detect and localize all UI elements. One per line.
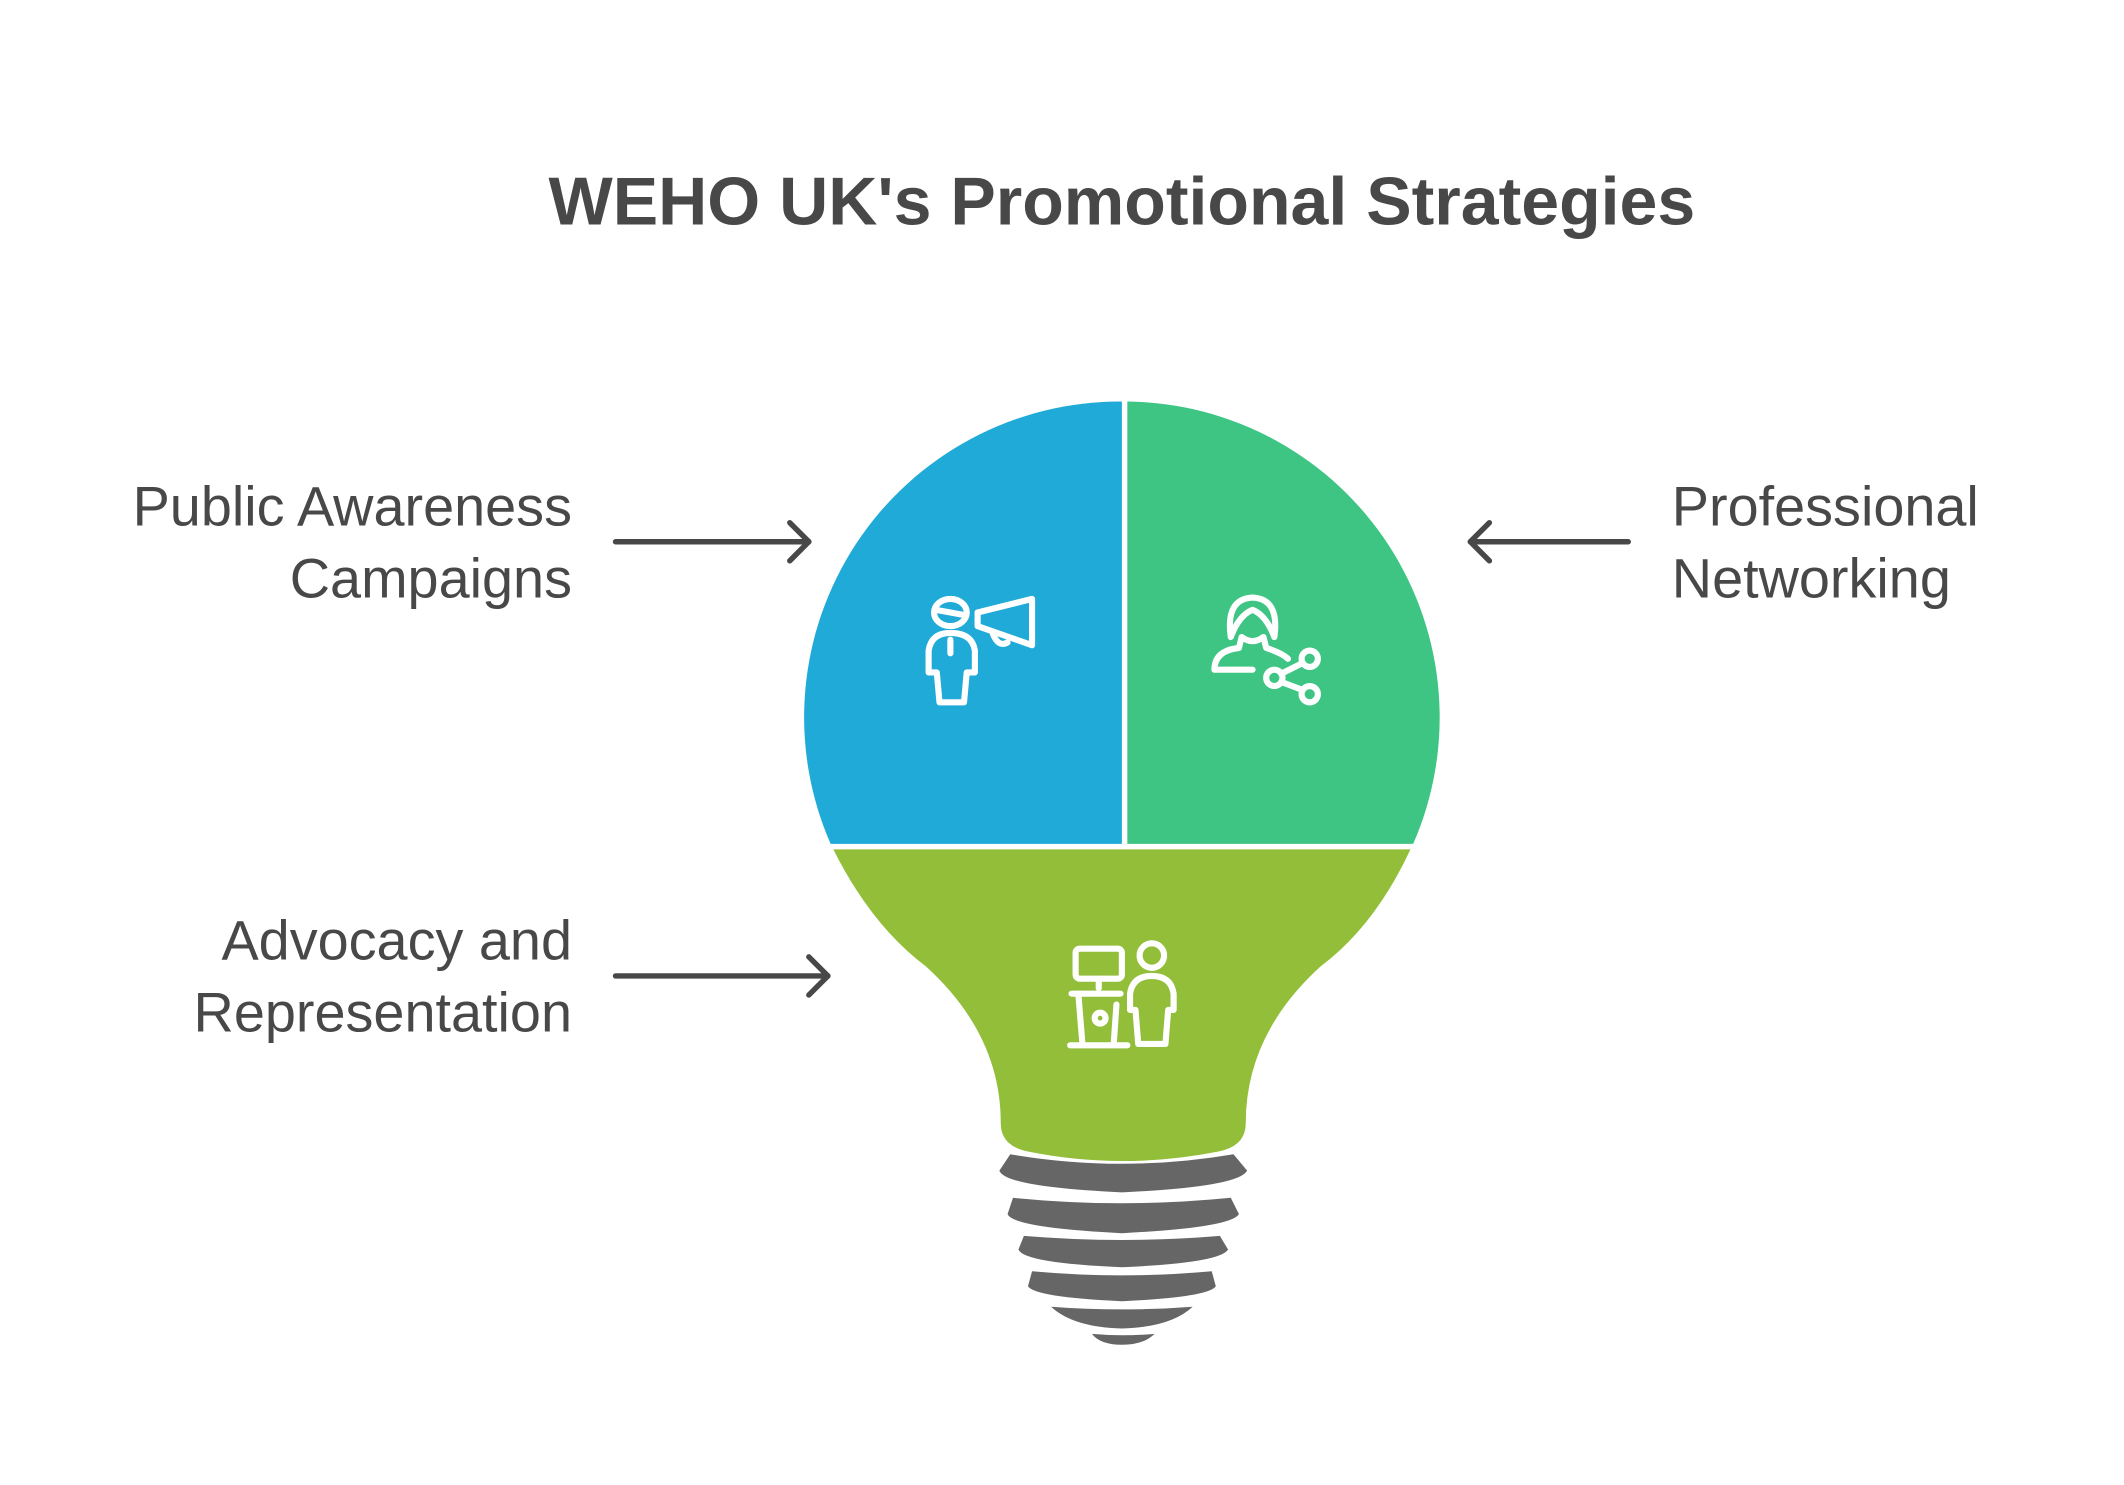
label-professional-networking-line1: Professional xyxy=(1672,474,1979,537)
label-public-awareness-line2: Campaigns xyxy=(290,547,572,610)
segment-professional-networking xyxy=(1127,401,1440,844)
person-share-icon xyxy=(1211,594,1321,706)
podium-speaker-icon xyxy=(1067,940,1177,1049)
label-professional-networking-line2: Networking xyxy=(1672,547,1951,610)
arrow-professional-networking xyxy=(1467,519,1631,564)
bulb-base xyxy=(999,1154,1248,1345)
label-public-awareness-line1: Public Awareness xyxy=(133,474,572,537)
megaphone-person-icon xyxy=(925,595,1036,706)
arrow-advocacy xyxy=(612,954,831,998)
label-advocacy-line2: Representation xyxy=(194,981,572,1044)
page-title: WEHO UK's Promotional Strategies xyxy=(549,164,1696,240)
arrow-public-awareness xyxy=(612,519,812,564)
segment-advocacy xyxy=(833,849,1411,1162)
label-advocacy-line1: Advocacy and xyxy=(221,909,572,972)
